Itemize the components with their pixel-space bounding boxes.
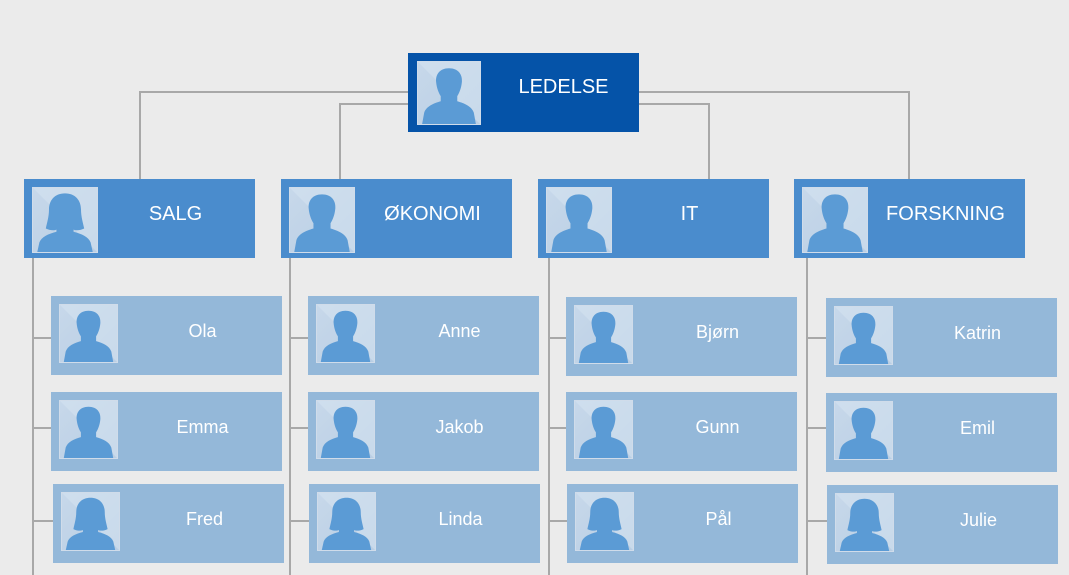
node-salg[interactable]: SALG [24,179,255,258]
node-fred[interactable]: Fred [53,484,284,563]
node-anne[interactable]: Anne [308,296,539,375]
node-pal[interactable]: Pål [567,484,798,563]
node-jakob[interactable]: Jakob [308,392,539,471]
node-linda[interactable]: Linda [309,484,540,563]
female-person-icon [317,492,376,551]
male-person-icon [802,187,868,253]
connector-root-okonomi [339,103,408,180]
node-it[interactable]: IT [538,179,769,258]
node-label: Ola [188,321,217,341]
node-label: Anne [438,321,481,341]
male-person-icon [316,400,375,459]
node-julie[interactable]: Julie [827,485,1058,564]
male-person-icon [574,400,633,459]
male-person-icon [59,400,118,459]
female-person-icon [575,492,634,551]
node-label: SALG [148,203,203,225]
male-person-icon [289,187,355,253]
male-person-icon [574,305,633,364]
node-label: Fred [185,509,223,529]
male-person-icon [834,306,893,365]
female-person-icon [61,492,120,551]
male-person-icon [316,304,375,363]
connector-root-salg [139,91,408,180]
node-label: Emil [960,418,995,438]
node-label: Katrin [953,323,1002,343]
node-emma[interactable]: Emma [51,392,282,471]
node-label: Pål [705,509,732,529]
node-label: Jakob [435,417,484,437]
node-emil[interactable]: Emil [826,393,1057,472]
node-label: IT [680,203,699,225]
female-person-icon [835,493,894,552]
node-forskning[interactable]: FORSKNING [794,179,1025,258]
node-label: ØKONOMI [384,203,481,225]
female-person-icon [32,187,98,253]
male-person-icon [417,61,481,125]
male-person-icon [834,401,893,460]
connector-root-it [638,103,710,180]
node-label: Bjørn [695,322,739,342]
node-label: Emma [176,417,229,437]
node-label: Gunn [695,417,740,437]
node-label: FORSKNING [886,203,1005,225]
male-person-icon [59,304,118,363]
connector-root-forskning [638,91,910,180]
node-katrin[interactable]: Katrin [826,298,1057,377]
node-label: LEDELSE [518,76,609,98]
node-label: Linda [438,509,483,529]
node-okonomi[interactable]: ØKONOMI [281,179,512,258]
node-bjorn[interactable]: Bjørn [566,297,797,376]
node-ledelse[interactable]: LEDELSE [408,53,639,132]
node-gunn[interactable]: Gunn [566,392,797,471]
node-label: Julie [959,510,998,530]
male-person-icon [546,187,612,253]
node-ola[interactable]: Ola [51,296,282,375]
